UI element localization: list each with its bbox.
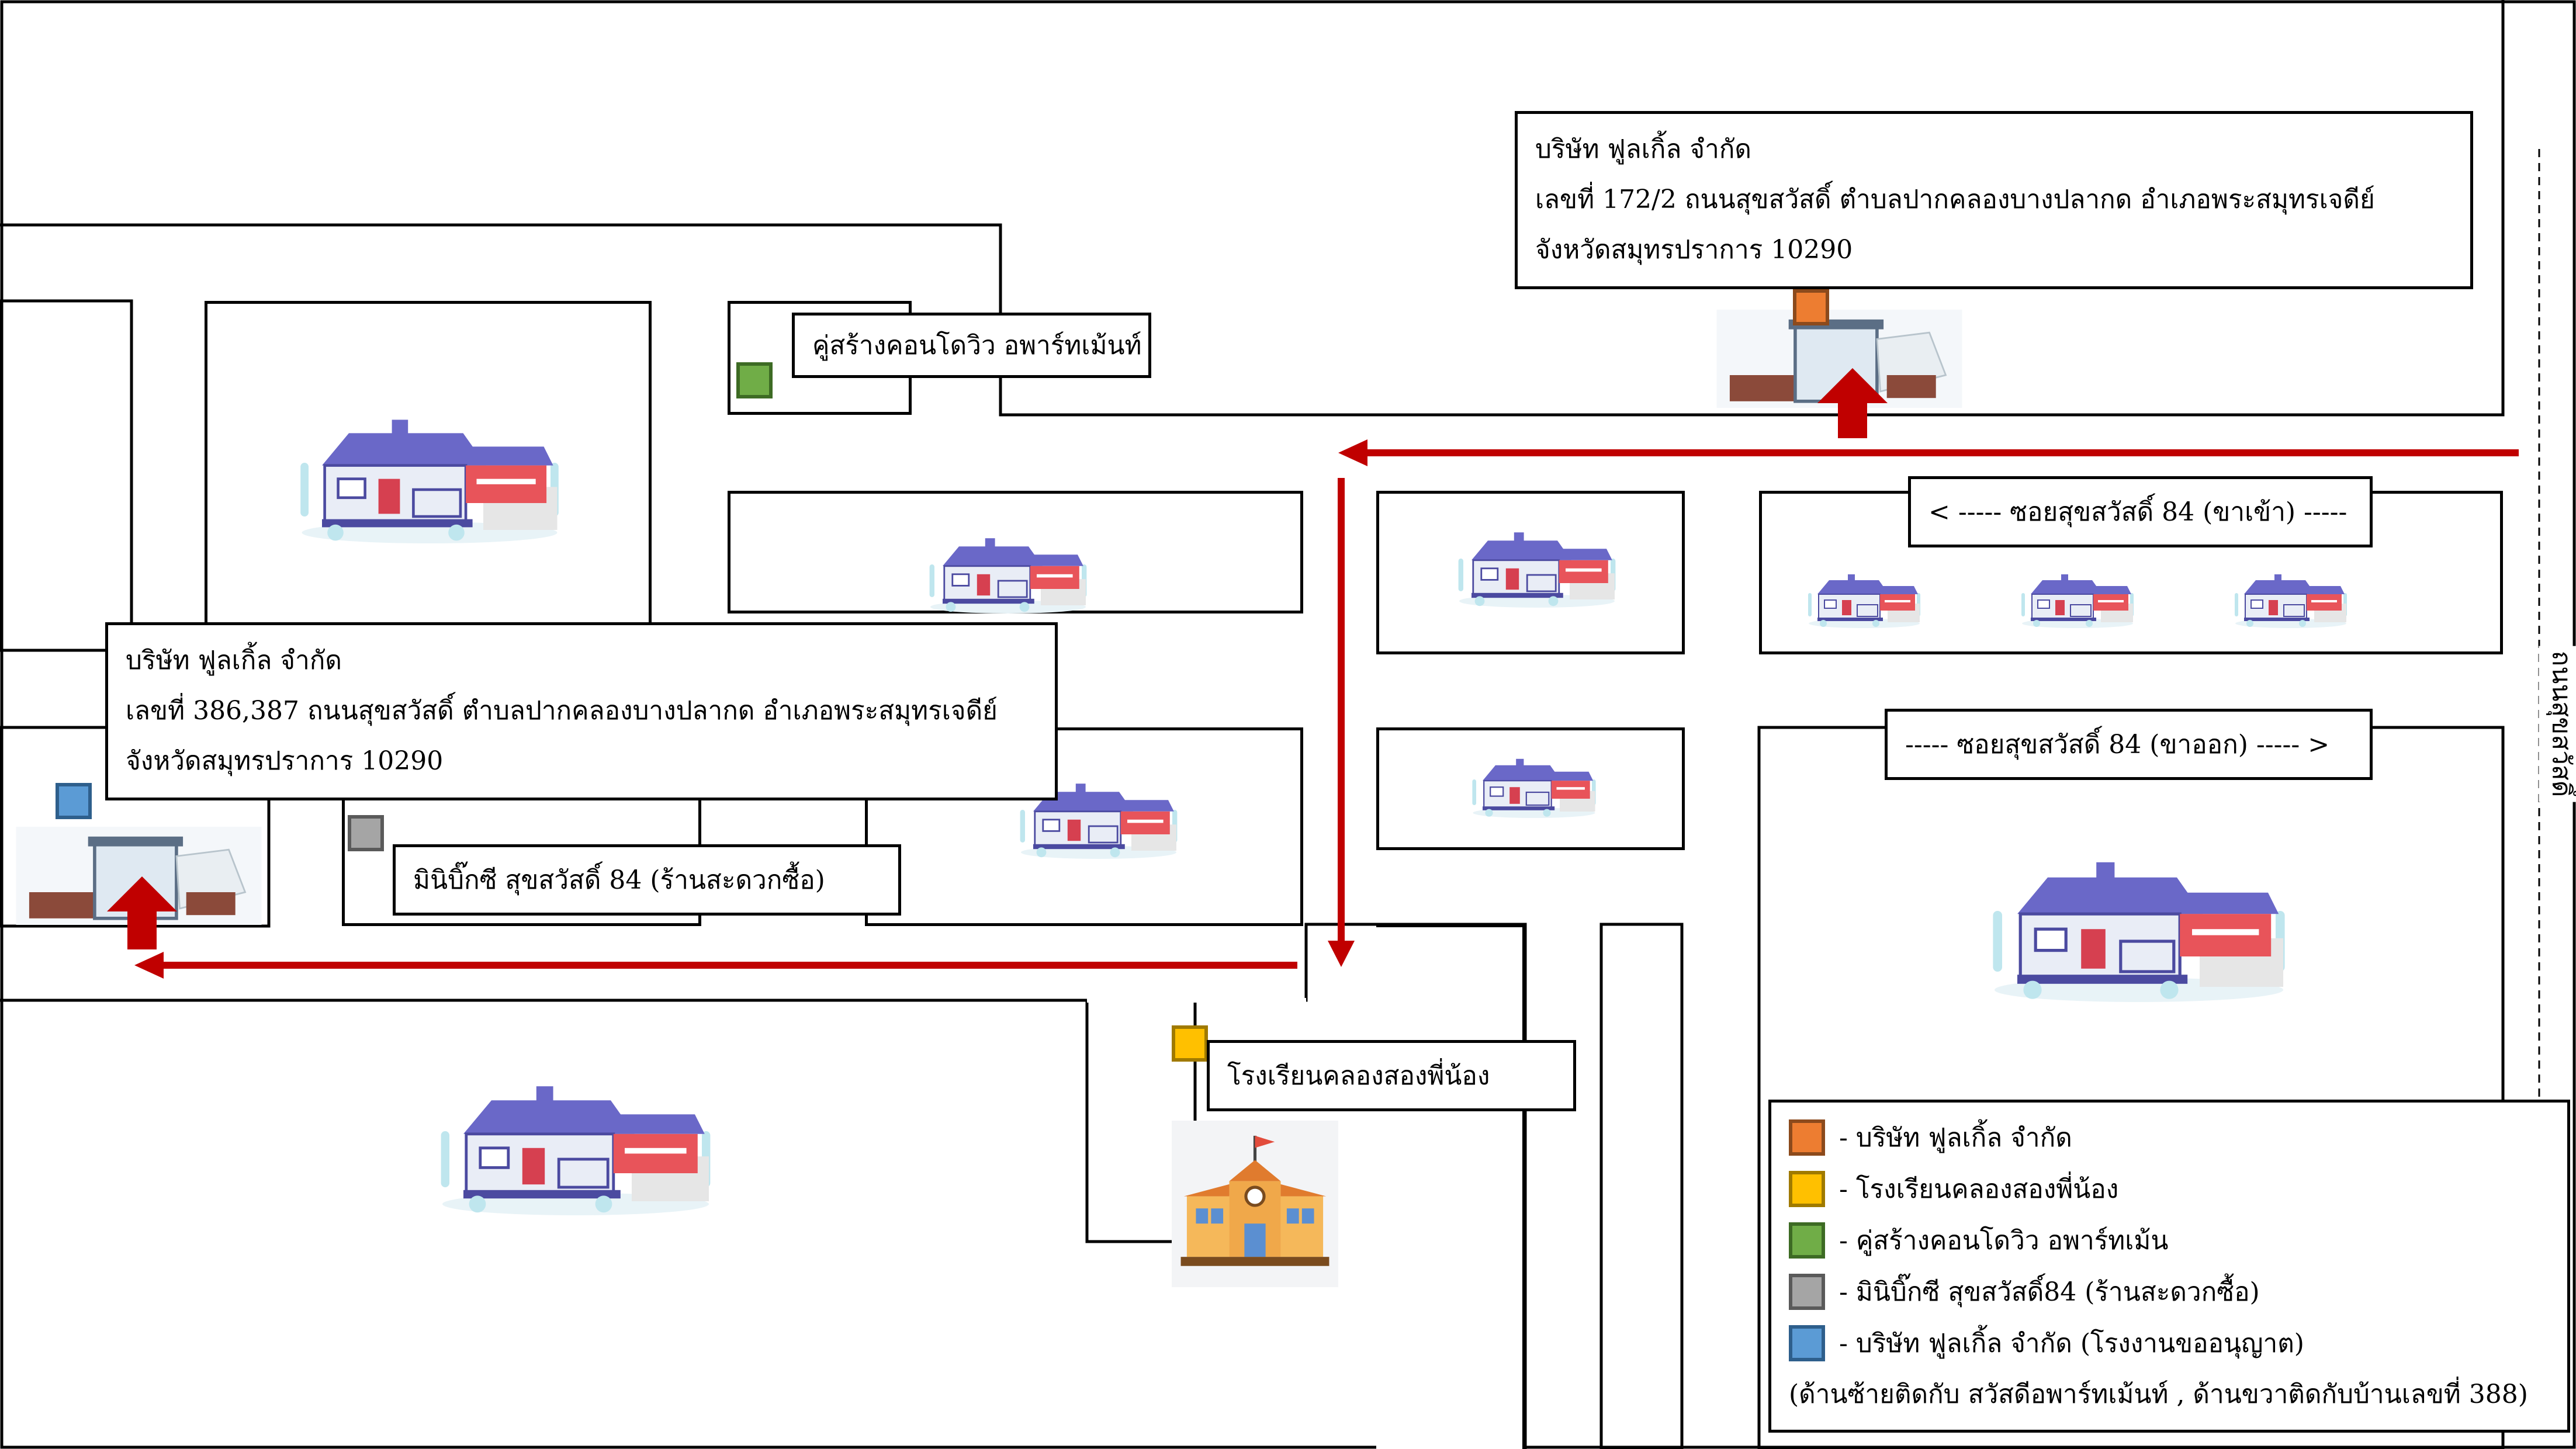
legend-label: - คู่สร้างคอนโดวิว อพาร์ทเม้น bbox=[1839, 1226, 2169, 1256]
legend-swatch bbox=[1789, 1222, 1825, 1259]
pin-company-left bbox=[56, 783, 92, 819]
soi-outbound-text: ----- ซอยสุขสวัสดิ์ 84 (ขาออก) ----- > bbox=[1905, 730, 2330, 760]
legend-swatch bbox=[1789, 1274, 1825, 1310]
pin-condo bbox=[736, 362, 773, 398]
block-school bbox=[1376, 924, 1525, 1449]
company-top-label: บริษัท ฟูลเกิ้ล จำกัด เลขที่ 172/2 ถนนสุ… bbox=[1515, 111, 2473, 289]
legend-item: - บริษัท ฟูลเกิ้ล จำกัด (โรงงานขออนุญาต) bbox=[1789, 1318, 2550, 1369]
minibigc-label-text: มินิบิ๊กซี สุขสวัสดิ์ 84 (ร้านสะดวกซื้อ) bbox=[413, 865, 825, 895]
legend-swatch bbox=[1789, 1119, 1825, 1156]
minibigc-label: มินิบิ๊กซี สุขสวัสดิ์ 84 (ร้านสะดวกซื้อ) bbox=[393, 844, 901, 916]
company-left-label: บริษัท ฟูลเกิ้ล จำกัด เลขที่ 386,387 ถนน… bbox=[105, 622, 1058, 800]
company-left-address: เลขที่ 386,387 ถนนสุขสวัสดิ์ ตำบลปากคลอง… bbox=[126, 696, 998, 726]
legend-label: - โรงเรียนคลองสองพี่น้อง bbox=[1839, 1174, 2119, 1204]
condo-label: คู่สร้างคอนโดวิว อพาร์ทเม้นท์ bbox=[792, 313, 1151, 378]
company-top-province: จังหวัดสมุทรปราการ 10290 bbox=[1535, 235, 1853, 265]
legend-item: - คู่สร้างคอนโดวิว อพาร์ทเม้น bbox=[1789, 1215, 2550, 1266]
legend-item: - โรงเรียนคลองสองพี่น้อง bbox=[1789, 1163, 2550, 1215]
company-top-name: บริษัท ฟูลเกิ้ล จำกัด bbox=[1535, 134, 1752, 164]
legend-label: - มินิบิ๊กซี สุขสวัสดิ์84 (ร้านสะดวกซื้อ… bbox=[1839, 1277, 2260, 1307]
soi-inbound-text: < ----- ซอยสุขสวัสดิ์ 84 (ขาเข้า) ----- bbox=[1928, 497, 2348, 527]
school-label-text: โรงเรียนคลองสองพี่น้อง bbox=[1227, 1061, 1490, 1091]
legend-label: - บริษัท ฟูลเกิ้ล จำกัด (โรงงานขออนุญาต) bbox=[1839, 1329, 2304, 1358]
map-legend: - บริษัท ฟูลเกิ้ล จำกัด - โรงเรียนคลองสอ… bbox=[1768, 1100, 2570, 1433]
legend-swatch bbox=[1789, 1171, 1825, 1207]
company-top-address: เลขที่ 172/2 ถนนสุขสวัสดิ์ ตำบลปากคลองบา… bbox=[1535, 185, 2375, 214]
legend-swatch bbox=[1789, 1325, 1825, 1361]
condo-label-text: คู่สร้างคอนโดวิว อพาร์ทเม้นท์ bbox=[812, 331, 1142, 360]
company-left-province: จังหวัดสมุทรปราการ 10290 bbox=[126, 746, 444, 776]
pin-minibigc bbox=[348, 815, 384, 851]
company-left-name: บริษัท ฟูลเกิ้ล จำกัด bbox=[126, 646, 342, 675]
main-road-label: ถนนสุขสวัสดิ์ bbox=[2539, 646, 2576, 802]
legend-label: - บริษัท ฟูลเกิ้ล จำกัด bbox=[1839, 1123, 2072, 1153]
legend-item: - บริษัท ฟูลเกิ้ล จำกัด bbox=[1789, 1112, 2550, 1163]
soi-outbound-label: ----- ซอยสุขสวัสดิ์ 84 (ขาออก) ----- > bbox=[1885, 709, 2373, 780]
legend-item: - มินิบิ๊กซี สุขสวัสดิ์84 (ร้านสะดวกซื้อ… bbox=[1789, 1266, 2550, 1318]
legend-note: (ด้านซ้ายติดกับ สวัสดีอพาร์ทเม้นท์ , ด้า… bbox=[1789, 1379, 2528, 1409]
soi-inbound-label: < ----- ซอยสุขสวัสดิ์ 84 (ขาเข้า) ----- bbox=[1908, 476, 2373, 547]
pin-company-top bbox=[1793, 289, 1829, 325]
pin-school bbox=[1172, 1025, 1208, 1062]
school-label: โรงเรียนคลองสองพี่น้อง bbox=[1207, 1040, 1576, 1111]
